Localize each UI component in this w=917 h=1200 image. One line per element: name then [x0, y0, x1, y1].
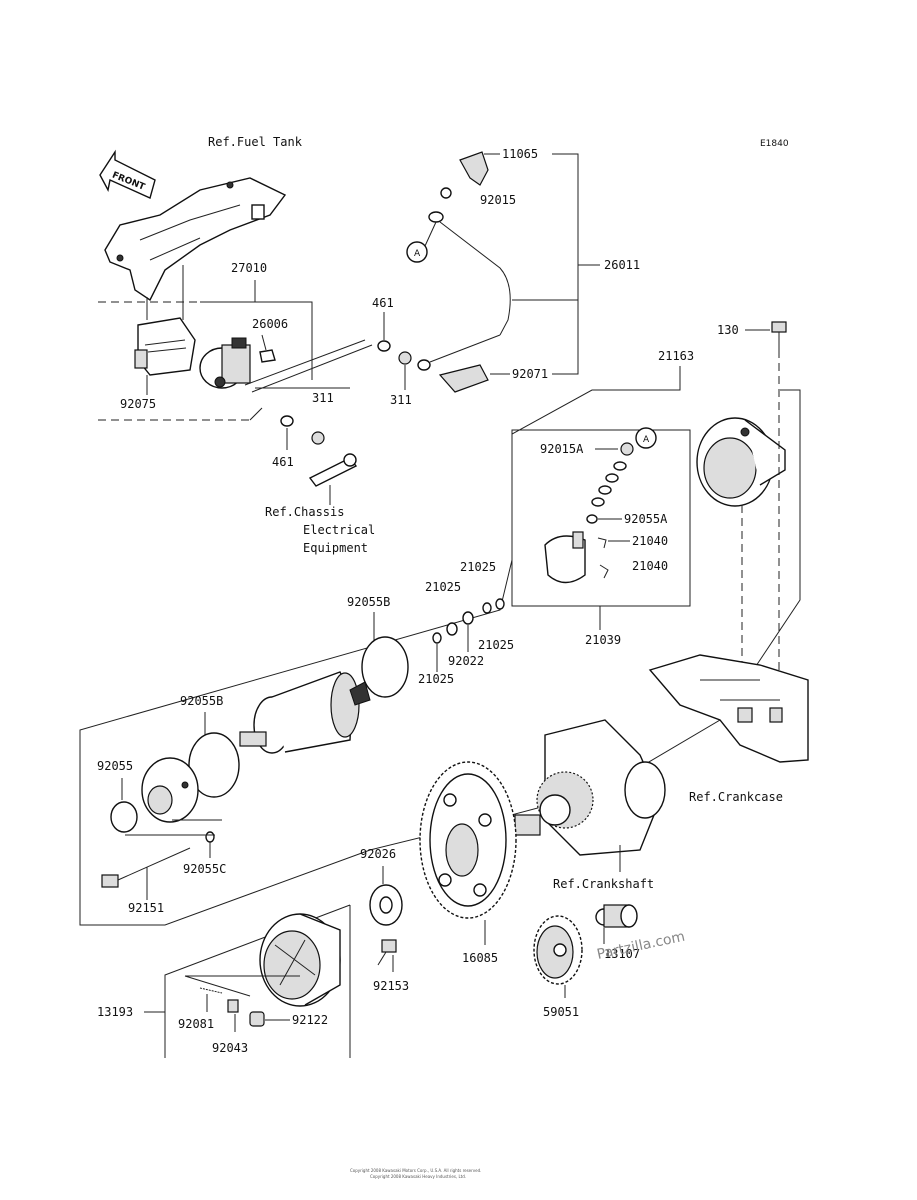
ref-fuel-tank-label: Ref.Fuel Tank [208, 135, 303, 149]
part-92151: 92151 [128, 901, 164, 915]
starter-motor [239, 671, 371, 754]
part-92043: 92043 [212, 1041, 248, 1055]
bushing-13107 [595, 904, 638, 928]
diagram-code: E1840 [760, 139, 789, 149]
part-92055B-b: 92055B [180, 694, 223, 708]
through-bolt [101, 847, 191, 888]
part-130: 130 [717, 323, 739, 337]
part-21025-c: 21025 [478, 638, 514, 652]
part-11065: 11065 [502, 147, 538, 161]
nut-lower [311, 431, 325, 445]
front-arrow: FRONT [99, 149, 156, 199]
ref-chassis-line2: Electrical [303, 523, 375, 537]
washer-stack [591, 461, 627, 507]
part-21025-d: 21025 [418, 672, 454, 686]
part-92081: 92081 [178, 1017, 214, 1031]
ref-crankcase-label: Ref.Crankcase [689, 790, 783, 804]
part-92122: 92122 [292, 1013, 328, 1027]
ref-chassis-line3: Equipment [303, 541, 368, 555]
brush-holder-inset [511, 429, 691, 607]
callout-a-upper-text: A [414, 249, 421, 259]
callout-a-upper [406, 241, 428, 263]
spring-92081 [199, 987, 223, 994]
starter-relay [199, 337, 251, 389]
o-ring-92055B-b [188, 732, 240, 798]
part-21025-a: 21025 [460, 560, 496, 574]
part-92055A: 92055A [624, 512, 668, 526]
bolt-92153 [377, 939, 397, 966]
part-92055: 92055 [97, 759, 133, 773]
part-92015A: 92015A [540, 442, 584, 456]
part-13193: 13193 [97, 1005, 133, 1019]
starter-end-cover [141, 757, 199, 823]
part-21039: 21039 [585, 633, 621, 647]
starter-clutch [259, 913, 341, 1007]
part-92075: 92075 [120, 397, 156, 411]
part-92026: 92026 [360, 847, 396, 861]
roller-92122 [249, 1011, 265, 1027]
frame-bracket [104, 177, 287, 320]
relay-fuse [259, 349, 276, 363]
washer-461-lower [280, 415, 294, 427]
part-311-a: 311 [312, 391, 334, 405]
starter-idle-gear [419, 761, 517, 919]
part-13107: 13107 [604, 947, 640, 961]
nut-311-upper [398, 351, 412, 365]
ref-chassis-line1: Ref.Chassis [265, 505, 344, 519]
starter-relay-cover [134, 317, 196, 376]
part-461-a: 461 [372, 296, 394, 310]
part-16085: 16085 [462, 951, 498, 965]
part-21025-b: 21025 [425, 580, 461, 594]
washer-461-upper [377, 340, 391, 352]
gear-59051 [533, 915, 583, 985]
callout-a-lower-text: A [643, 435, 650, 445]
callout-a-lower [635, 427, 657, 449]
watermark: Partzilla.com [596, 929, 687, 963]
part-26006: 26006 [252, 317, 288, 331]
part-92015: 92015 [480, 193, 516, 207]
brush-plate [544, 531, 586, 584]
part-92055B-a: 92055B [347, 595, 390, 609]
footer-copyright-2: Copyright 2008 Kawasaki Heavy Industries… [370, 1174, 466, 1179]
part-92153: 92153 [373, 979, 409, 993]
part-311-b: 311 [390, 393, 412, 407]
part-92055C: 92055C [183, 862, 226, 876]
crankcase-section [648, 654, 809, 763]
part-26011: 26011 [604, 258, 640, 272]
starter-cable [417, 151, 511, 393]
crankshaft-gear [514, 719, 666, 856]
ref-crankshaft-label: Ref.Crankshaft [553, 877, 654, 891]
starter-clutch-cover [696, 417, 786, 507]
part-21040-a: 21040 [632, 534, 668, 548]
o-ring-92055 [110, 801, 138, 833]
bolt-130 [771, 321, 787, 350]
part-27010: 27010 [231, 261, 267, 275]
pin-92043 [227, 999, 239, 1013]
part-461-b: 461 [272, 455, 294, 469]
o-ring-92055B-a [361, 636, 409, 698]
part-21040-b: 21040 [632, 559, 668, 573]
footer-copyright-1: Copyright 2008 Kawasaki Motors Corp., U.… [350, 1168, 481, 1173]
part-59051: 59051 [543, 1005, 579, 1019]
part-21163: 21163 [658, 349, 694, 363]
chassis-cable-end [308, 457, 358, 487]
part-92071: 92071 [512, 367, 548, 381]
part-92022: 92022 [448, 654, 484, 668]
